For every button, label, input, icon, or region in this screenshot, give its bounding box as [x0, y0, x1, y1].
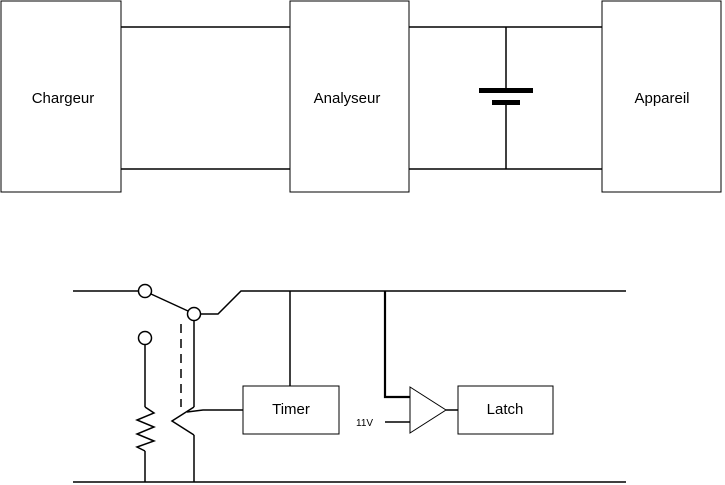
latch-block: Latch: [457, 385, 554, 435]
timer-label: Timer: [272, 401, 310, 418]
bottom-circuit: Timer 11V Latch: [73, 283, 626, 483]
timer-block: Timer: [242, 291, 340, 435]
top-block-diagram: Chargeur Analyseur Appareil: [0, 0, 722, 193]
potentiometer: [170, 320, 243, 482]
charger-label: Chargeur: [32, 90, 95, 107]
reference-voltage-label: 11V: [356, 418, 373, 429]
charger-box: Chargeur: [0, 0, 122, 193]
load-resistor: [135, 344, 157, 482]
analyzer-box: Analyseur: [289, 0, 410, 193]
battery-symbol: [479, 27, 533, 169]
latch-label: Latch: [487, 401, 524, 418]
changeover-switch: [137, 283, 202, 407]
analyzer-label: Analyseur: [314, 90, 381, 107]
device-box: Appareil: [601, 0, 722, 193]
comparator: 11V: [356, 291, 458, 434]
device-label: Appareil: [634, 90, 689, 107]
top-rail-right: [200, 290, 626, 315]
